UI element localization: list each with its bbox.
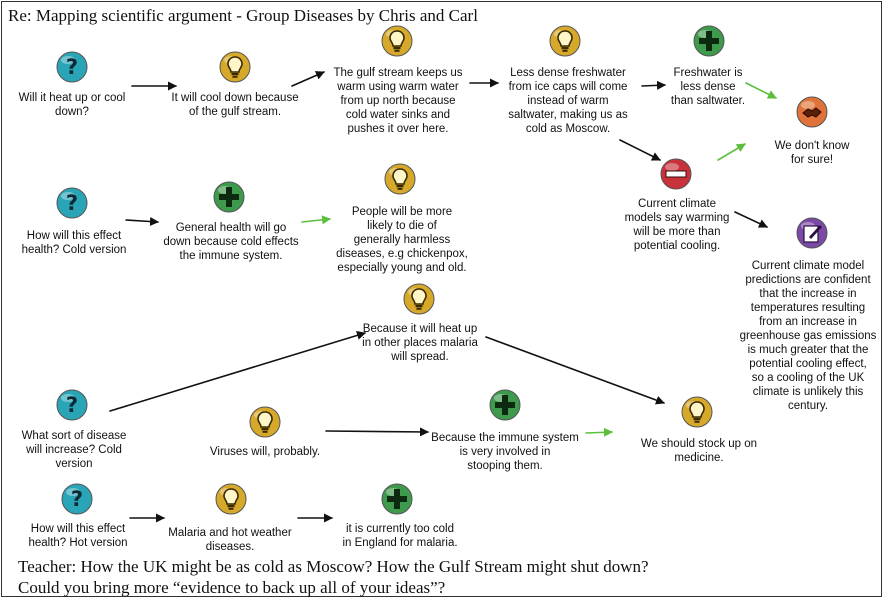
- lightbulb-icon[interactable]: [402, 282, 436, 316]
- node-label-n13: We should stock up on medicine.: [640, 438, 758, 464]
- edge-n3-to-n6: [619, 139, 661, 161]
- lightbulb-icon[interactable]: [680, 395, 714, 429]
- plus-icon[interactable]: [692, 24, 726, 58]
- node-label-n6: Current climate models say warming will …: [624, 198, 730, 252]
- handshake-icon[interactable]: [795, 95, 829, 129]
- question-icon[interactable]: ?: [55, 388, 89, 422]
- question-icon[interactable]: ?: [55, 186, 89, 220]
- map-title: Re: Mapping scientific argument - Group …: [8, 6, 478, 25]
- node-label-q1: Will it heat up or cool down?: [18, 92, 126, 118]
- node-label-q3: What sort of disease will increase? Cold…: [21, 430, 127, 470]
- lightbulb-icon[interactable]: [248, 405, 282, 439]
- plus-icon[interactable]: [212, 180, 246, 214]
- node-label-n1: It will cool down because of the gulf st…: [171, 92, 299, 118]
- node-label-n2: The gulf stream keeps us warm using warm…: [333, 67, 463, 135]
- edge-n11-to-n12: [325, 427, 429, 437]
- node-label-q2: How will this effect health? Cold versio…: [21, 230, 127, 256]
- node-label-n15: it is currently too cold in England for …: [342, 523, 458, 549]
- lightbulb-icon[interactable]: [218, 50, 252, 84]
- teacher-comment-line-1: Teacher: How the UK might be as cold as …: [18, 557, 649, 576]
- plus-icon[interactable]: [380, 482, 414, 516]
- node-label-n11: Viruses will, probably.: [209, 446, 321, 458]
- question-icon[interactable]: ?: [55, 50, 89, 84]
- node-label-q4: How will this effect health? Hot version: [28, 523, 128, 549]
- edge-n6-to-n5: [717, 143, 746, 161]
- plus-icon[interactable]: [488, 388, 522, 422]
- lightbulb-icon[interactable]: [383, 162, 417, 196]
- node-label-n8: General health will go down because cold…: [163, 222, 299, 262]
- minus-icon[interactable]: [659, 157, 693, 191]
- node-label-n9: People will be more likely to die of gen…: [336, 206, 468, 274]
- lightbulb-icon[interactable]: [214, 482, 248, 516]
- lightbulb-icon[interactable]: [548, 24, 582, 58]
- node-label-n14: Malaria and hot weather diseases.: [168, 527, 292, 553]
- svg-text:?: ?: [71, 487, 83, 511]
- question-icon[interactable]: ?: [60, 482, 94, 516]
- edge-q3-to-n10: [109, 331, 366, 412]
- note-icon[interactable]: [795, 216, 829, 250]
- lightbulb-icon[interactable]: [380, 24, 414, 58]
- svg-text:?: ?: [66, 191, 78, 215]
- node-label-n10: Because it will heat up in other places …: [362, 323, 478, 363]
- teacher-comment-line-2: Could you bring more “evidence to back u…: [18, 578, 446, 597]
- node-label-n4: Freshwater is less dense than saltwater.: [670, 67, 746, 107]
- node-label-n5: We don't know for sure!: [774, 140, 850, 166]
- node-label-n7: Current climate model predictions are co…: [739, 260, 877, 412]
- node-label-n12: Because the immune system is very involv…: [431, 432, 579, 472]
- node-label-n3: Less dense freshwater from ice caps will…: [508, 67, 628, 135]
- svg-text:?: ?: [66, 55, 78, 79]
- svg-text:?: ?: [66, 393, 78, 417]
